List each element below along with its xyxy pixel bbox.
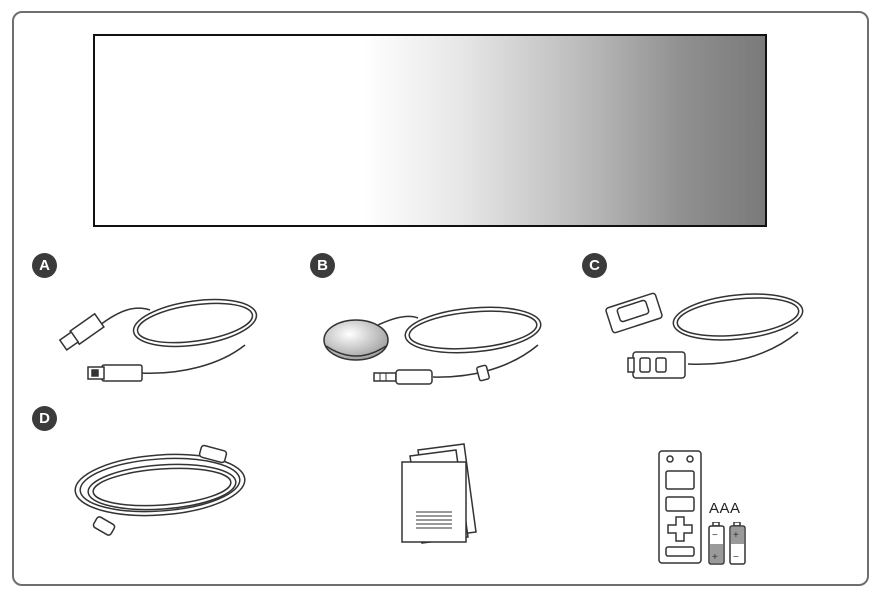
battery-type-label: AAA [709, 500, 741, 517]
svg-text:+: + [712, 552, 718, 563]
serial-cable-icon [605, 292, 804, 379]
badge-d: D [32, 406, 57, 431]
badge-b: B [310, 253, 335, 278]
remote-control-icon [658, 450, 702, 564]
svg-text:−: − [712, 530, 718, 541]
aaa-batteries-icon: − + + − [708, 522, 746, 565]
monitor-panel-icon [93, 34, 767, 227]
svg-text:+: + [733, 530, 739, 541]
puck-audio-cable-icon [323, 306, 542, 385]
badge-c: C [582, 253, 607, 278]
contents-frame [12, 11, 869, 586]
usb-cable-icon [58, 298, 258, 382]
badge-a: A [32, 253, 57, 278]
manual-booklet-icon [401, 443, 477, 544]
svg-text:−: − [733, 552, 739, 563]
power-cord-icon [74, 444, 246, 536]
